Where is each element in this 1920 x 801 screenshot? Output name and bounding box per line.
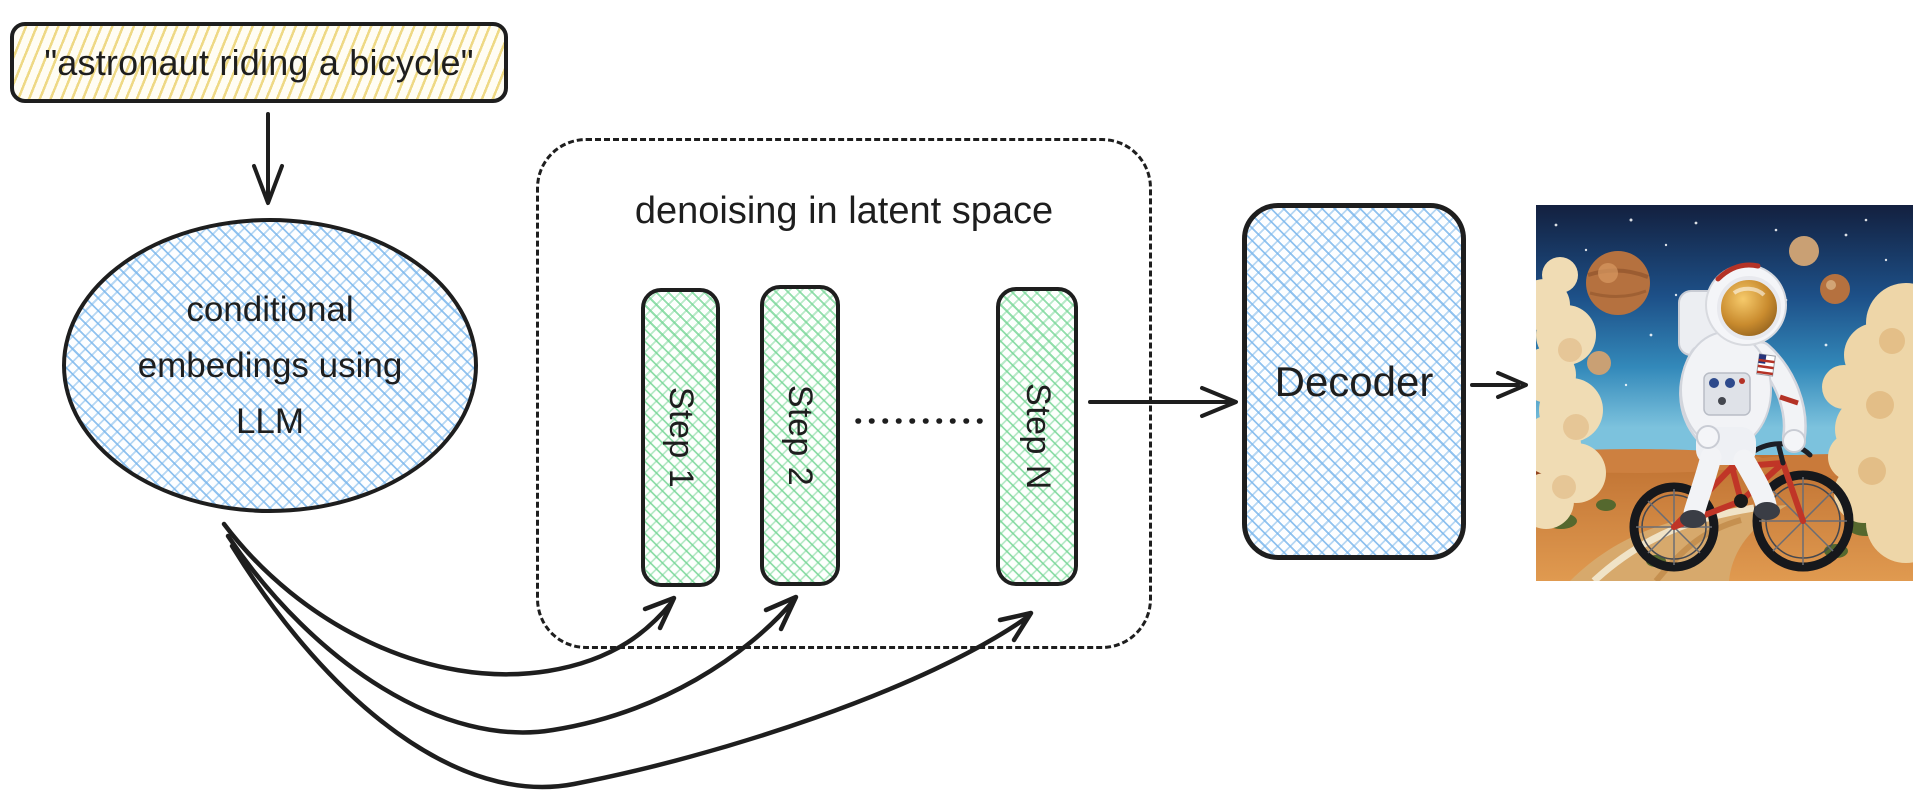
latent-space-label: denoising in latent space [634,190,1054,232]
embedding-label: conditional embedings using LLM [138,282,403,450]
step-2-node: Step 2 [760,285,840,586]
embedding-label-line3: LLM [235,401,305,441]
step-2-label: Step 2 [781,384,820,487]
step-1-label: Step 1 [662,386,700,489]
generated-image [1536,205,1913,581]
prompt-node: "astronaut riding a bicycle" [10,22,508,103]
step-1-node: Step 1 [641,288,720,587]
decoder-label: Decoder [1274,357,1434,405]
astronaut-bicycle-illustration [1536,205,1913,581]
embedding-label-line1: conditional [186,289,354,329]
arrow-decoder-to-image [1470,371,1528,399]
arrow-prompt-to-embeddings [252,112,284,205]
embedding-label-line2: embedings using [137,345,403,385]
astronaut [1678,262,1807,528]
planets [1586,236,1850,375]
embedding-node: conditional embedings using LLM [62,218,478,513]
decoder-node: Decoder [1242,203,1466,560]
step-n-label: Step N [1018,383,1057,490]
prompt-text: "astronaut riding a bicycle" [44,41,474,83]
step-n-node: Step N [996,287,1078,586]
